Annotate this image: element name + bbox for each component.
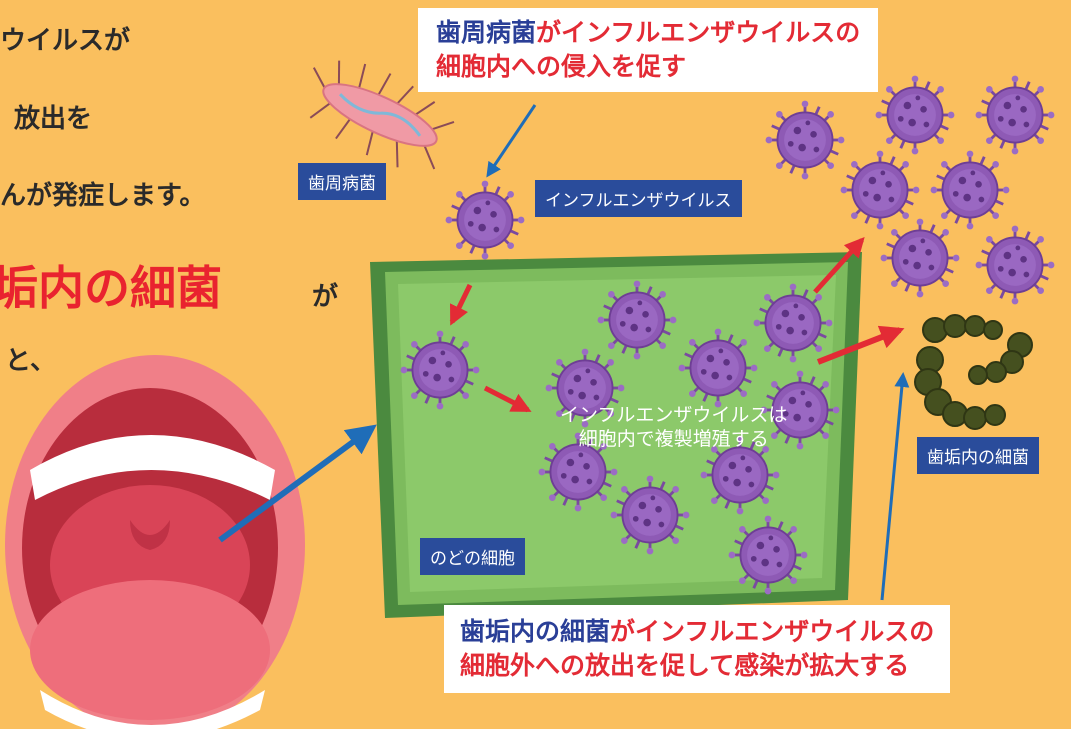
caption-top-rest: がインフルエンザウイルスの [536, 18, 861, 47]
emphasis-suffix: が [312, 282, 339, 312]
virus-icon [727, 514, 809, 596]
arrow-blue [880, 372, 910, 601]
virus-icon [929, 149, 1011, 231]
caption-bottom-line2: 細胞外への放出を促して感染が拡大する [460, 651, 910, 680]
label-throat-cell: のどの細胞 [420, 538, 525, 575]
left-text-line2: 放出を [14, 104, 93, 134]
label-periodontal-bacteria: 歯周病菌 [298, 163, 386, 200]
virus-icon [839, 149, 921, 231]
emphasis-text: 垢内の細菌 [0, 261, 222, 315]
virus-icon [444, 179, 526, 261]
caption-bottom: 歯垢内の細菌がインフルエンザウイルスの 細胞外への放出を促して感染が拡大する [444, 605, 951, 693]
arrow-blue [218, 424, 377, 543]
caption-bottom-subject: 歯垢内の細菌 [460, 617, 611, 646]
arrow-red [449, 283, 473, 326]
periodontal-bacterium-icon [309, 60, 455, 170]
virus-icon [874, 74, 956, 156]
caption-bottom-rest: がインフルエンザウイルスの [610, 617, 935, 646]
arrow-red [813, 237, 865, 294]
virus-icon [974, 224, 1056, 306]
caption-top-subject: 歯周病菌 [436, 18, 537, 47]
virus-icon [596, 279, 678, 361]
virus-icon [752, 282, 834, 364]
left-text-line1: ウイルスが [0, 26, 131, 56]
label-influenza-virus: インフルエンザウイルス [535, 180, 742, 217]
arrow-red [816, 325, 905, 365]
cell-replication-text: インフルエンザウイルスは 細胞内で複製増殖する [560, 403, 787, 451]
virus-icon [764, 99, 846, 181]
arrow-blue [486, 104, 537, 178]
virus-icon [677, 327, 759, 409]
label-plaque-bacteria: 歯垢内の細菌 [917, 437, 1039, 474]
virus-icon [609, 474, 691, 556]
cell-text-line2: 細胞内で複製増殖する [578, 428, 769, 450]
virus-icon [399, 329, 481, 411]
virus-icon [879, 217, 961, 299]
open-mouth-icon [5, 355, 305, 729]
caption-top: 歯周病菌がインフルエンザウイルスの 細胞内への侵入を促す [418, 8, 879, 92]
arrow-red [483, 385, 532, 413]
virus-icon [974, 74, 1056, 156]
caption-top-line2: 細胞内への侵入を促す [436, 52, 687, 81]
left-text-line3: んが発症します。 [0, 181, 206, 211]
plaque-bacteria-chain-icon [914, 314, 1033, 430]
cell-text-line1: インフルエンザウイルスは [560, 404, 788, 426]
flow-arrows [218, 104, 910, 601]
left-text-line5: と、 [5, 346, 56, 376]
